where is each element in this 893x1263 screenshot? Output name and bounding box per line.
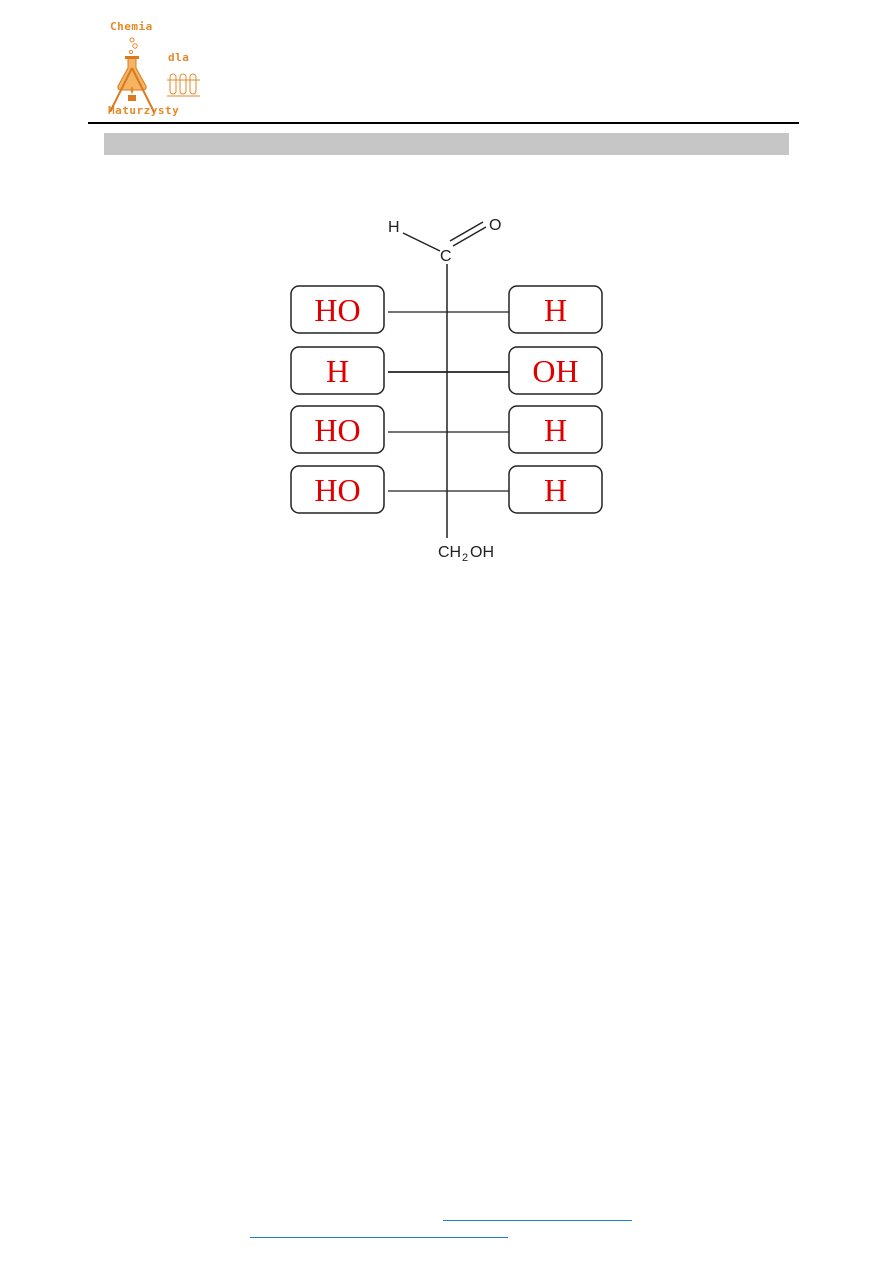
substituent-right-4: H bbox=[544, 472, 567, 508]
bond-c-o-2 bbox=[449, 221, 484, 242]
substituent-box-left-3 bbox=[290, 405, 385, 454]
substituent-box-left-2 bbox=[290, 346, 385, 395]
substituent-box-left-1 bbox=[290, 285, 385, 334]
footer-link-1[interactable] bbox=[443, 1220, 632, 1221]
bond-h-c bbox=[402, 232, 441, 252]
aldehyde-h-label: H bbox=[388, 219, 400, 236]
site-logo: Chemia dla Maturzysty bbox=[104, 18, 214, 120]
aldehyde-c-label: C bbox=[440, 248, 452, 265]
substituent-box-right-4 bbox=[508, 465, 603, 514]
flask-emblem-icon bbox=[109, 37, 200, 113]
logo-text-maturzysty: Maturzysty bbox=[108, 104, 180, 117]
substituent-right-3: H bbox=[544, 412, 567, 448]
substituent-box-right-2 bbox=[508, 346, 603, 395]
ch2oh-subscript: 2 bbox=[462, 552, 468, 564]
substituent-box-left-4 bbox=[290, 465, 385, 514]
substituent-left-3: HO bbox=[314, 412, 360, 448]
ch2oh-oh: OH bbox=[470, 544, 494, 561]
header-rule bbox=[88, 122, 799, 124]
substituent-box-right-3 bbox=[508, 405, 603, 454]
aldehyde-o-label: O bbox=[489, 217, 501, 234]
substituent-left-2: H bbox=[326, 353, 349, 389]
fischer-projection-diagram: H O C HO H H OH HO H HO H CH 2 OH bbox=[290, 217, 603, 564]
substituent-right-1: H bbox=[544, 292, 567, 328]
logo-text-chemia: Chemia bbox=[110, 20, 153, 33]
substituent-left-1: HO bbox=[314, 292, 360, 328]
logo-text-dla: dla bbox=[168, 51, 190, 64]
section-heading-bar bbox=[104, 133, 789, 155]
substituent-left-4: HO bbox=[314, 472, 360, 508]
substituent-right-2: OH bbox=[532, 353, 578, 389]
bond-c-o-1 bbox=[452, 226, 487, 247]
ch2oh-ch: CH bbox=[438, 544, 461, 561]
footer-link-2[interactable] bbox=[250, 1237, 508, 1238]
substituent-box-right-1 bbox=[508, 285, 603, 334]
